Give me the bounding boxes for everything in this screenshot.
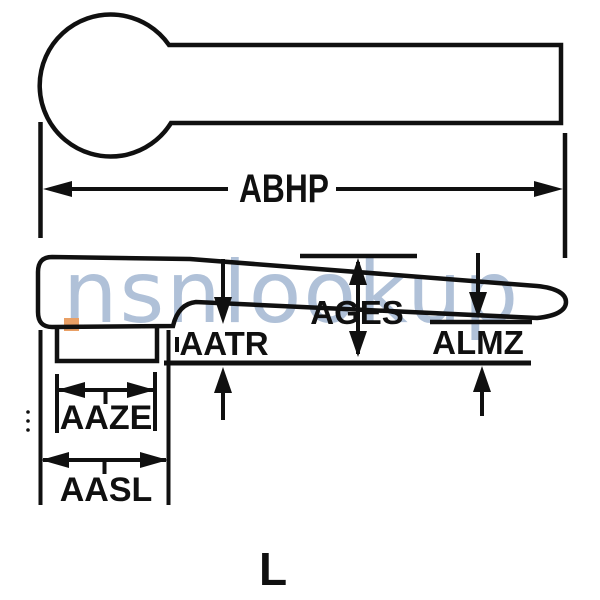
ages-label: AGES bbox=[310, 294, 404, 331]
abhp-arrowhead-right bbox=[534, 181, 563, 197]
stray-dot bbox=[26, 419, 30, 423]
aasl-arrowhead-left bbox=[41, 452, 69, 468]
aatr-arrowhead-down bbox=[214, 297, 232, 324]
almz-arrowhead-down bbox=[469, 292, 487, 318]
stray-dot bbox=[26, 428, 30, 432]
top-view-outline bbox=[37, 12, 564, 159]
dimension-labels: ABHP AGES AATR ALMZ AAZE AASL L bbox=[60, 167, 524, 595]
ages-arrowhead-up bbox=[349, 258, 367, 285]
aatr-label: AATR bbox=[179, 325, 268, 362]
abhp-label: ABHP bbox=[239, 167, 329, 211]
arrowheads bbox=[26, 181, 563, 468]
aatr-arrowhead-up bbox=[214, 367, 232, 393]
stray-dot bbox=[26, 410, 30, 414]
profile-view-outline bbox=[35, 254, 569, 330]
profile-lug-outline bbox=[54, 327, 160, 364]
aasl-label: AASL bbox=[60, 471, 153, 509]
figure-letter: L bbox=[259, 543, 287, 595]
aaze-arrowhead-left bbox=[57, 382, 85, 398]
aasl-arrowhead-right bbox=[140, 452, 168, 468]
ages-arrowhead-down bbox=[349, 331, 367, 357]
aaze-label: AAZE bbox=[60, 399, 153, 437]
aaze-arrowhead-right bbox=[127, 382, 155, 398]
abhp-arrowhead-left bbox=[43, 181, 72, 197]
almz-arrowhead-up bbox=[473, 366, 491, 392]
almz-label: ALMZ bbox=[432, 324, 524, 361]
